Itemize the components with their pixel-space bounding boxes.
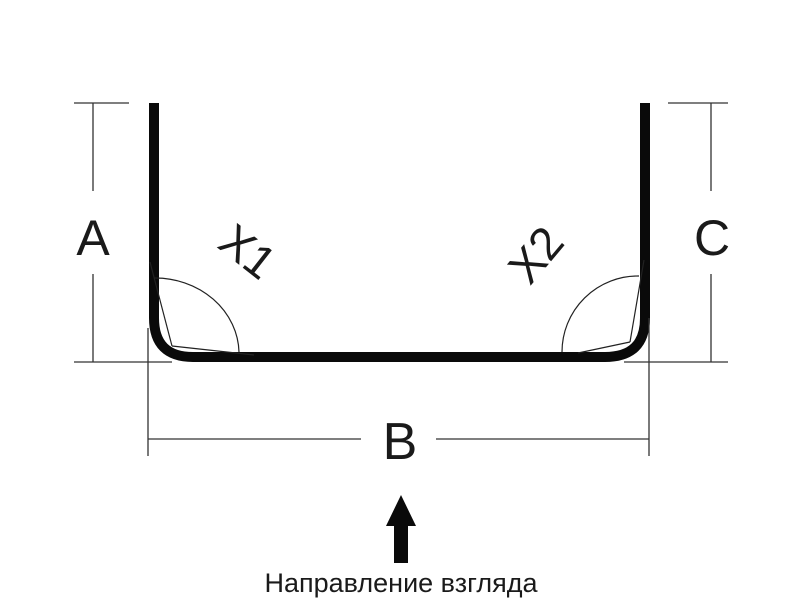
label-a: A: [76, 210, 110, 266]
dimension-c: [624, 102, 728, 363]
label-b: B: [383, 413, 418, 471]
label-x2: X2: [498, 216, 574, 293]
svg-text:X1: X1: [210, 214, 286, 290]
view-direction-caption: Направление взгляда: [265, 568, 539, 598]
svg-text:X2: X2: [498, 216, 574, 293]
angle-x1-marker: [149, 261, 255, 356]
dimension-b: [147, 318, 650, 456]
label-c: C: [694, 210, 730, 266]
angle-x2-marker: [561, 259, 645, 354]
u-profile-shape: [149, 103, 650, 362]
up-arrow-icon: [386, 495, 416, 563]
label-x1: X1: [210, 214, 286, 290]
dimension-a: [74, 102, 172, 363]
